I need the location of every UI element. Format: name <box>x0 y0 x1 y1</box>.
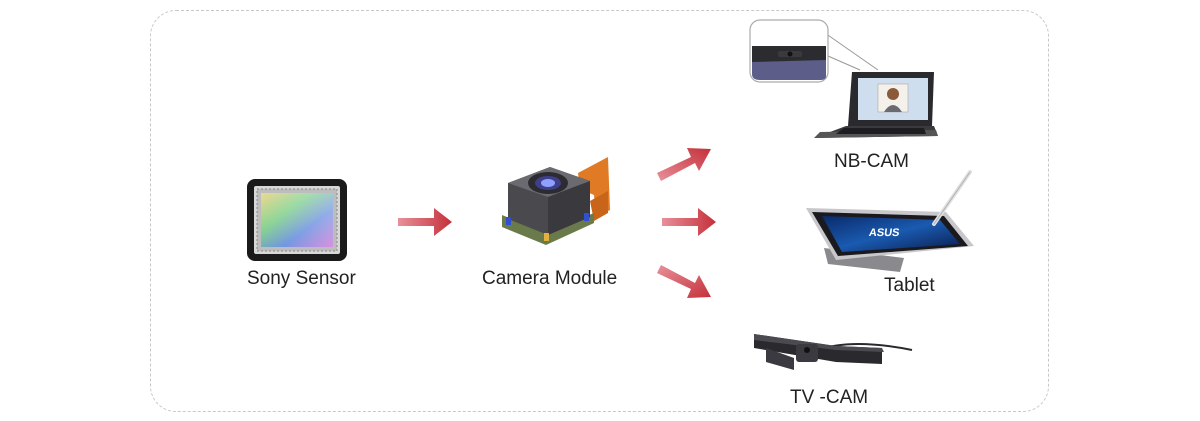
tv-cam-label: TV -CAM <box>790 387 869 408</box>
camera-module-image <box>498 155 618 255</box>
tablet-image: ASUS <box>804 168 976 274</box>
arrow-icon <box>662 206 718 238</box>
tablet-label: Tablet <box>884 275 935 296</box>
arrow-icon <box>398 206 454 238</box>
tablet-brand-text: ASUS <box>868 227 900 239</box>
camera-module-label: Camera Module <box>482 268 618 289</box>
sony-sensor-label: Sony Sensor <box>247 268 356 289</box>
laptop-webcam-image <box>748 18 940 142</box>
tv-cam-image <box>752 328 918 376</box>
diagram-frame <box>150 10 1049 412</box>
arrow-icon <box>655 143 713 185</box>
nb-cam-label: NB-CAM <box>834 151 909 172</box>
sony-sensor-image <box>246 178 348 262</box>
arrow-icon <box>655 261 713 303</box>
